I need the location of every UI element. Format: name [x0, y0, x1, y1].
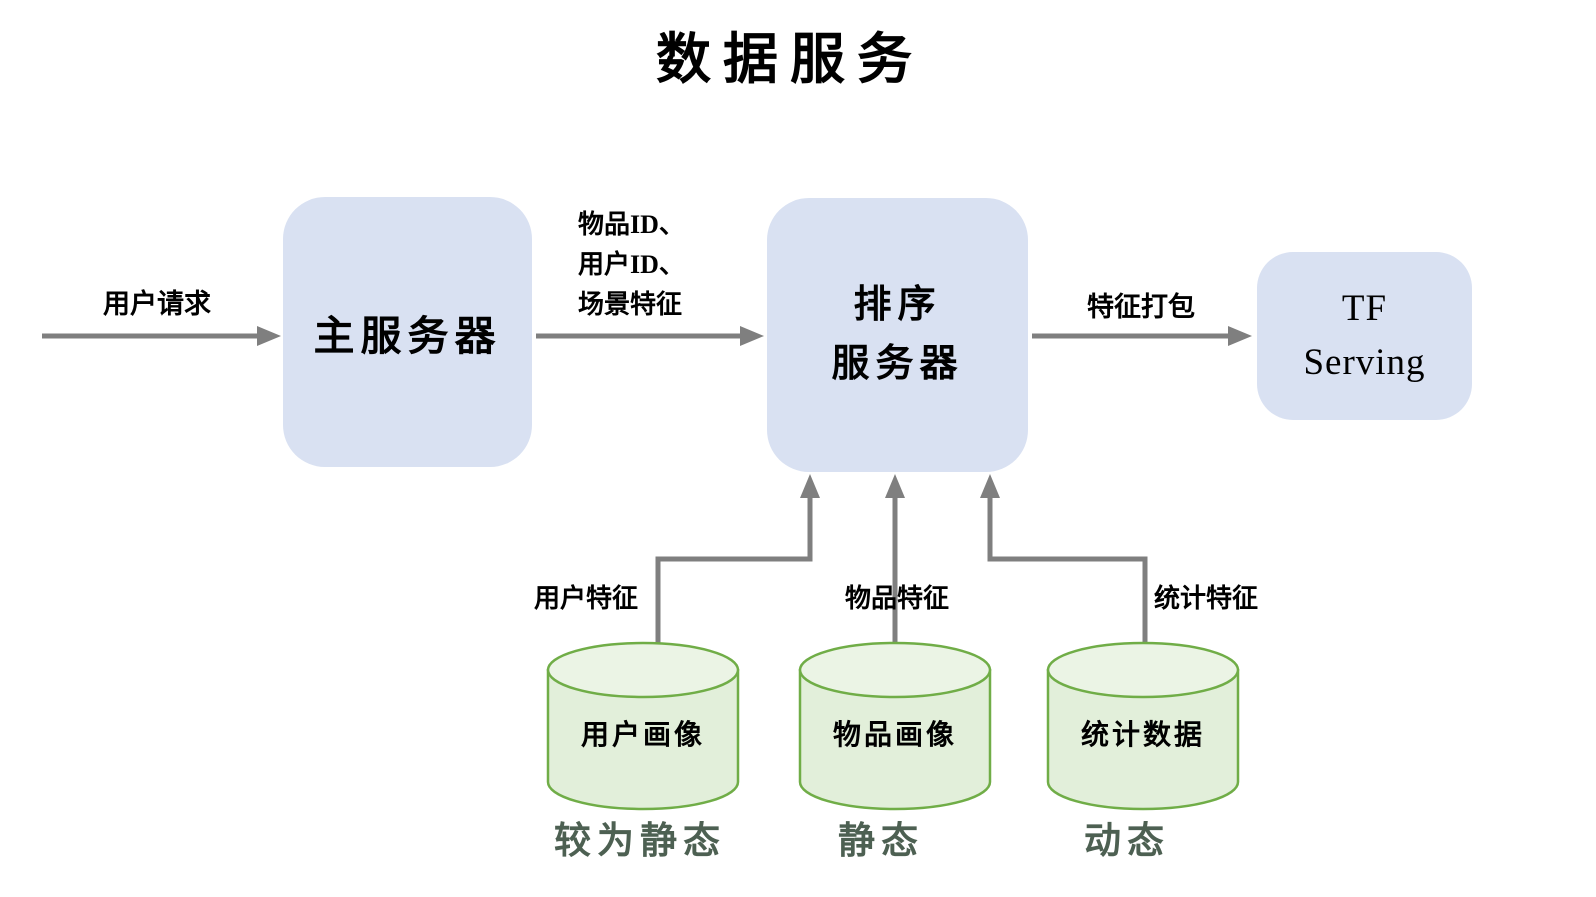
arrow-stat-features [980, 474, 1148, 644]
arrow-user-features [655, 474, 820, 644]
caption-item-profile-db: 静态 [838, 821, 924, 862]
arrow-feature-pack [1032, 326, 1252, 346]
edge-label-user-request: 用户请求 [103, 289, 211, 319]
edge-label-feature-pack: 特征打包 [1087, 292, 1195, 322]
tf-serving-label: TF Serving [1303, 288, 1426, 383]
item-profile-db-label: 物品画像 [832, 720, 957, 751]
arrow-item-features [885, 474, 905, 644]
caption-user-profile-db: 较为静态 [554, 821, 726, 862]
edge-label-item-features: 物品特征 [844, 584, 949, 613]
edge-label-stat-features: 统计特征 [1153, 584, 1258, 613]
caption-stats-db: 动态 [1084, 821, 1170, 862]
payload-line-3: 场景特征 [578, 290, 683, 319]
database-stats [1046, 641, 1240, 811]
node-rank-server: 排序 服务器 [767, 198, 1028, 472]
user-profile-db-label: 用户画像 [580, 720, 705, 751]
main-server-label: 主服务器 [313, 313, 502, 359]
edge-label-user-features: 用户特征 [533, 584, 638, 613]
payload-line-2: 用户ID、 [578, 250, 685, 279]
payload-line-1: 物品ID、 [578, 210, 685, 239]
diagram-title: 数据服务 [655, 29, 924, 90]
database-user-profile [546, 641, 740, 811]
edge-label-request-payload: 物品ID、 用户ID、 场景特征 [578, 205, 798, 325]
rank-server-label: 排序 服务器 [831, 284, 964, 385]
node-main-server: 主服务器 [283, 197, 532, 467]
database-item-profile [798, 641, 992, 811]
arrow-user-request [42, 326, 281, 346]
arrow-request-payload [536, 326, 764, 346]
stats-db-label: 统计数据 [1080, 720, 1205, 751]
node-tf-serving: TF Serving [1257, 252, 1472, 420]
